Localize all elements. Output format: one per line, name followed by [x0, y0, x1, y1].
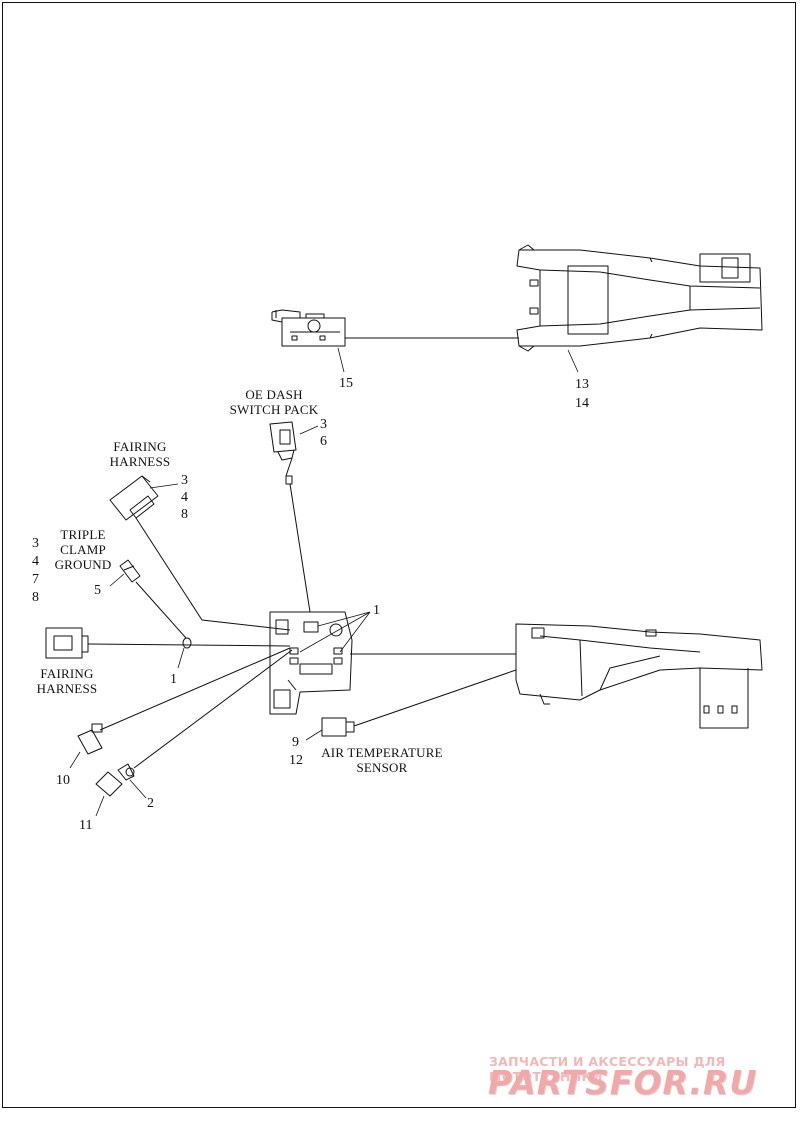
wires [87, 337, 519, 769]
caption-line: GROUND [54, 557, 112, 572]
center-bracket [269, 611, 353, 715]
callout-8-fairing-left: 8 [32, 590, 39, 605]
caption-line: SWITCH PACK [229, 402, 319, 417]
fairing-harness-connector-left [45, 627, 89, 659]
caption-line: SENSOR [356, 760, 408, 775]
connector-11 [95, 763, 135, 797]
caption-air-temperature-sensor: AIR TEMPERATURE SENSOR [316, 745, 448, 775]
caption-fairing-harness-left: FAIRING HARNESS [32, 666, 102, 696]
caption-line: FAIRING [113, 439, 167, 454]
callout-4-fairing-left: 4 [32, 554, 39, 569]
callout-8-fairing-top: 8 [181, 507, 188, 522]
callout-10: 10 [56, 773, 70, 788]
callout-5: 5 [94, 583, 101, 598]
callout-4-fairing-top: 4 [181, 490, 188, 505]
air-temperature-sensor [321, 717, 355, 737]
oe-dash-connector [269, 421, 297, 485]
callout-6: 6 [320, 434, 327, 449]
callout-11: 11 [79, 818, 93, 833]
callout-3-dash: 3 [320, 417, 327, 432]
watermark-brand: PARTSFOR.RU [488, 1063, 758, 1102]
diagram-frame [2, 2, 796, 1108]
caption-line: HARNESS [109, 454, 171, 469]
callout-1-grommet: 1 [170, 672, 177, 687]
callout-3-fairing-top: 3 [181, 473, 188, 488]
callout-15: 15 [339, 376, 353, 391]
caption-line: TRIPLE [60, 527, 106, 542]
connector-15 [271, 309, 346, 347]
lower-harness-tray [515, 623, 763, 729]
callout-14: 14 [575, 396, 589, 411]
caption-line: FAIRING [40, 666, 94, 681]
caption-oe-dash-switch-pack: OE DASH SWITCH PACK [219, 387, 329, 417]
caption-line: AIR TEMPERATURE [321, 745, 443, 760]
callout-1-bracket: 1 [373, 603, 380, 618]
callout-7: 7 [32, 572, 39, 587]
fairing-harness-connector-top [109, 475, 159, 521]
triple-clamp-ground-terminal [119, 559, 141, 583]
grommet-1 [182, 637, 192, 649]
caption-line: OE DASH [245, 387, 303, 402]
connector-10 [77, 723, 103, 755]
leader-lines [69, 347, 579, 817]
watermark-tagline: ЗАПЧАСТИ И АКСЕССУАРЫ ДЛЯ МОТОТЕХНИКИ [489, 1054, 726, 1084]
callout-12: 12 [289, 753, 303, 768]
caption-line: HARNESS [36, 681, 98, 696]
callout-13: 13 [575, 377, 589, 392]
caption-line: CLAMP [60, 542, 106, 557]
caption-triple-clamp-ground: TRIPLE CLAMP GROUND [52, 527, 114, 572]
callout-2: 2 [147, 796, 154, 811]
callout-9: 9 [292, 735, 299, 750]
upper-harness-tray [516, 244, 763, 352]
caption-fairing-harness-top: FAIRING HARNESS [105, 439, 175, 469]
callout-3-fairing-left: 3 [32, 536, 39, 551]
